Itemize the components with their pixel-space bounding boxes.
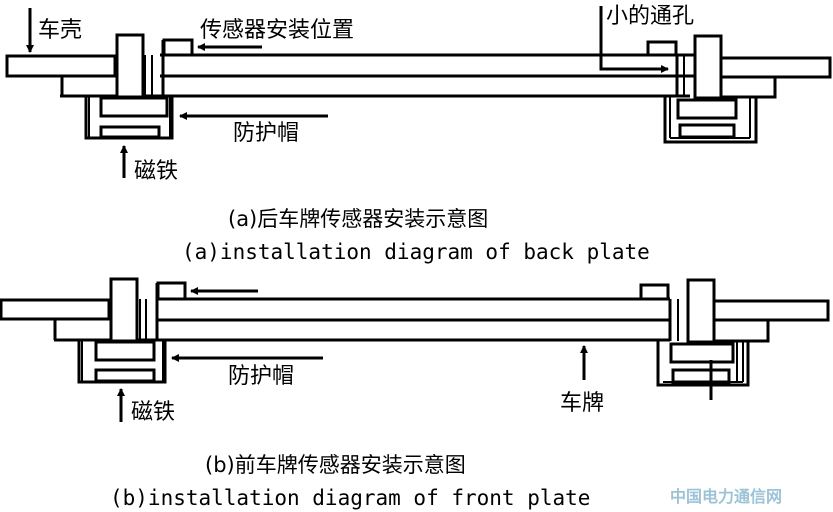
car-shell-right-bar-b [710,299,830,322]
magnet-right-lower [678,123,736,139]
magnet-left-upper [99,96,169,118]
label-sensor-position: 传感器安装位置 [200,18,354,43]
magnet-left-lower [99,125,161,139]
caption-b-cn: (b)前车牌传感器安装示意图 [205,453,466,477]
label-license-plate: 车牌 [560,391,604,416]
car-shell-left-bar [5,54,117,78]
panel-a-back-plate [5,6,832,178]
label-protective-cap-a: 防护帽 [233,121,299,146]
magnet-right-upper [676,98,738,120]
magnet-left-b-lower [94,368,156,383]
cap-right-b [656,341,750,387]
bolt-left [115,33,145,99]
sensor-left [162,38,194,54]
caption-b-en: (b)installation diagram of front plate [110,486,590,510]
arrow-small-hole [599,6,669,73]
label-small-through-hole: 小的通孔 [606,4,694,29]
label-car-shell: 车壳 [38,18,82,43]
caption-a-cn: (a)后车牌传感器安装示意图 [228,207,488,231]
label-magnet-a: 磁铁 [134,159,178,184]
magnet-right-b-lower [671,368,731,384]
bolt-left-b [109,277,139,343]
car-shell-left-bar-b [0,298,111,321]
panel-b-front-plate [0,277,830,422]
sensor-left-b [156,281,187,298]
plate-right-step [720,75,777,99]
bolt-right [693,34,723,100]
magnet-right-b-upper [669,342,735,364]
caption-a-en: (a)installation diagram of back plate [182,240,650,264]
label-magnet-b: 磁铁 [131,400,175,425]
cap-right [663,97,758,144]
sensor-right [646,40,678,54]
magnet-left-b-upper [94,340,156,362]
plate-right-step-b [712,318,770,343]
sensor-right-b [639,283,670,298]
label-protective-cap-b: 防护帽 [228,364,294,389]
bolt-right-b [686,278,716,344]
watermark: 中国电力通信网 [670,487,782,506]
car-shell-right-bar [718,56,832,79]
